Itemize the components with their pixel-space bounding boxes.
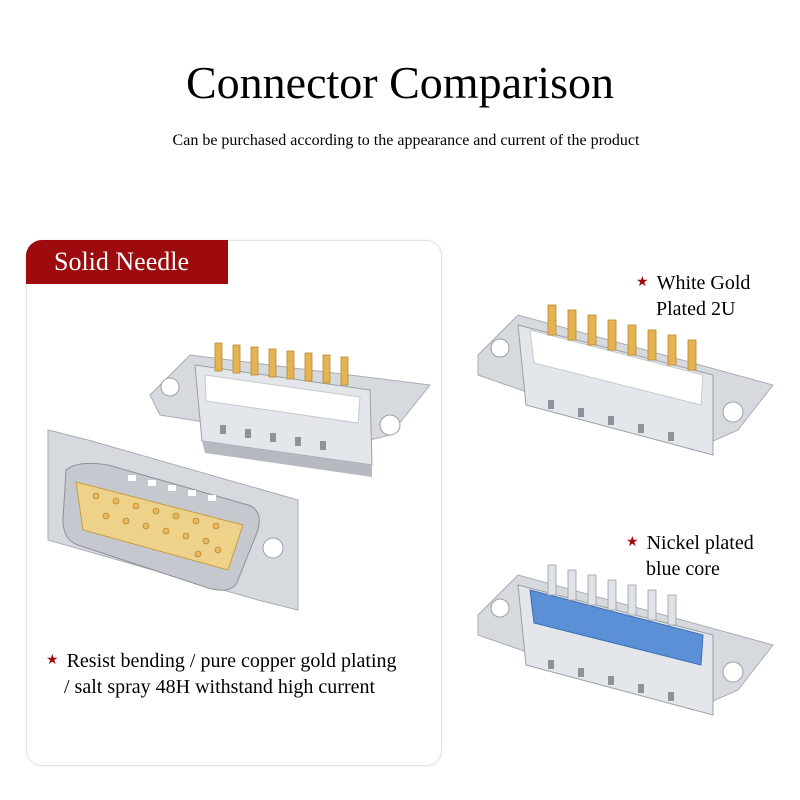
page-subtitle: Can be purchased according to the appear… — [172, 132, 640, 149]
caption-line-1: Resist bending / pure copper gold platin… — [66, 650, 397, 672]
nickel-blue-line-1: Nickel plated — [646, 532, 754, 554]
page-title: Connector Comparison — [186, 57, 614, 108]
white-gold-line-1: White Gold — [656, 272, 751, 294]
caption-line-2: / salt spray 48H withstand high current — [64, 676, 376, 698]
star-icon: ★ — [636, 275, 649, 290]
solid-needle-tag: Solid Needle — [26, 240, 228, 284]
white-gold-line-2: Plated 2U — [656, 298, 736, 320]
star-icon: ★ — [46, 653, 59, 668]
nickel-blue-line-2: blue core — [646, 558, 720, 580]
white-gold-caption: ★ White Gold Plated 2U — [636, 270, 786, 322]
solid-needle-caption: ★ Resist bending / pure copper gold plati… — [46, 648, 446, 700]
nickel-blue-caption: ★ Nickel plated blue core — [626, 530, 786, 582]
star-icon: ★ — [626, 535, 639, 550]
